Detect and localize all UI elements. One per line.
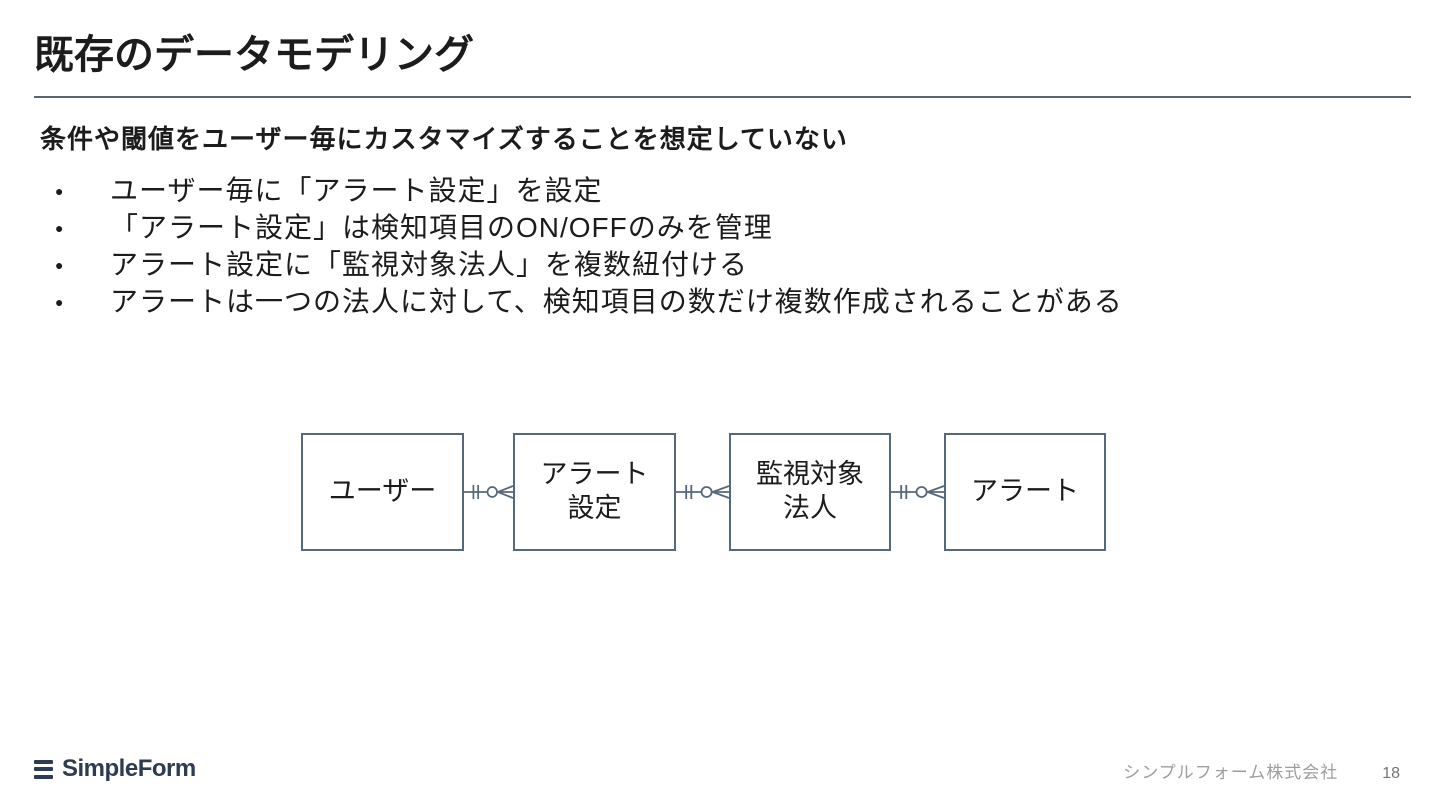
entity-alert-setting: アラート 設定 bbox=[513, 433, 676, 551]
entity-monitored-corporation: 監視対象 法人 bbox=[729, 433, 891, 551]
crowfoot-connector-icon bbox=[676, 485, 729, 499]
simpleform-logo-text: SimpleForm bbox=[62, 755, 196, 782]
relationship-connector bbox=[891, 476, 944, 508]
relationship-connector bbox=[676, 476, 729, 508]
crowfoot-connector-icon bbox=[464, 485, 513, 499]
bullet-item: 「アラート設定」は検知項目のON/OFFのみを管理 bbox=[55, 214, 1385, 242]
entity-user: ユーザー bbox=[301, 433, 464, 551]
bullet-list: ユーザー毎に「アラート設定」を設定 「アラート設定」は検知項目のON/OFFのみ… bbox=[55, 177, 1385, 325]
simpleform-logo: SimpleForm bbox=[34, 755, 196, 783]
footer-right: シンプルフォーム株式会社 18 bbox=[1123, 758, 1400, 783]
slide-subtitle: 条件や閾値をユーザー毎にカスタマイズすることを想定していない bbox=[40, 124, 848, 154]
simpleform-logo-icon bbox=[34, 759, 53, 779]
bullet-item: アラート設定に「監視対象法人」を複数紐付ける bbox=[55, 251, 1385, 279]
title-divider bbox=[34, 96, 1411, 98]
bullet-item: ユーザー毎に「アラート設定」を設定 bbox=[55, 177, 1385, 205]
relationship-connector bbox=[464, 476, 513, 508]
page-number: 18 bbox=[1382, 765, 1400, 782]
page-title: 既存のデータモデリング bbox=[34, 33, 474, 77]
entity-alert: アラート bbox=[944, 433, 1106, 551]
bullet-item: アラートは一つの法人に対して、検知項目の数だけ複数作成されることがある bbox=[55, 288, 1385, 316]
crowfoot-connector-icon bbox=[891, 485, 944, 499]
company-name: シンプルフォーム株式会社 bbox=[1123, 763, 1339, 782]
